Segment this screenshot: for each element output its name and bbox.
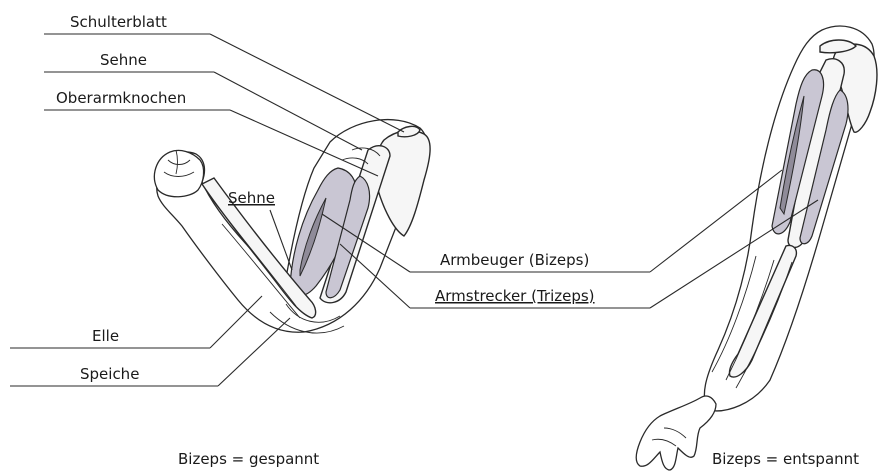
label-armstrecker: Armstrecker (Trizeps) [435, 287, 595, 305]
label-speiche: Speiche [80, 365, 139, 383]
label-oberarmknochen: Oberarmknochen [56, 89, 186, 107]
bent-arm-illustration [154, 120, 430, 333]
label-elle: Elle [92, 327, 119, 345]
bent-arm-fist [154, 150, 203, 196]
straight-arm-hand [636, 396, 716, 470]
label-sehne-top: Sehne [100, 51, 147, 69]
label-schulterblatt: Schulterblatt [70, 13, 167, 31]
straight-arm-illustration [636, 26, 877, 470]
label-sehne-mid: Sehne [228, 189, 275, 207]
caption-left: Bizeps = gespannt [178, 450, 319, 468]
caption-right: Bizeps = entspannt [712, 450, 859, 468]
label-armbeuger: Armbeuger (Bizeps) [440, 251, 589, 269]
